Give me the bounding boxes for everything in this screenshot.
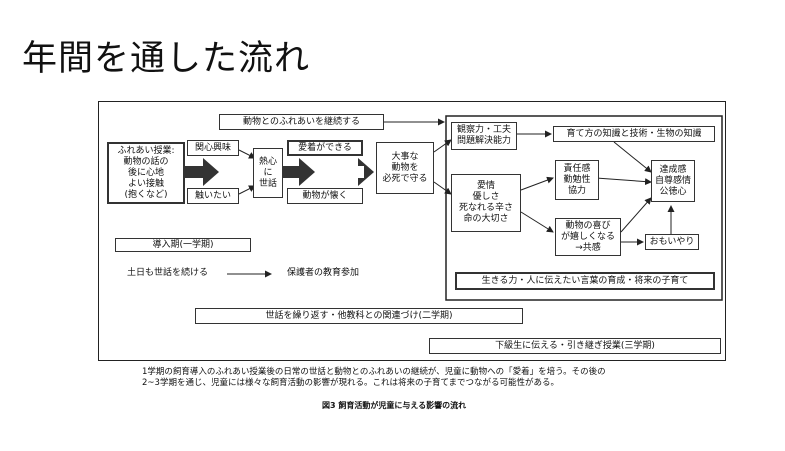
fat-arrow-3 <box>358 158 374 186</box>
slide-title: 年間を通した流れ <box>22 39 311 79</box>
omoiyari-box: おもいやり <box>645 234 699 250</box>
tassei-box: 達成感 自尊感情 公徳心 <box>651 160 695 202</box>
natsuku-box: 動物が懐く <box>287 188 363 204</box>
caption-line-2: 2~3学期を通じ、児童には様々な飼育活動の影響が現れる。これは将来の子育てまでつ… <box>142 378 560 388</box>
nigakki-box: 世話を繰り返す・他教科との関連づけ(二学期) <box>195 308 523 324</box>
aijo-box: 愛情 優しさ 死なれる辛さ 命の大切さ <box>451 174 521 232</box>
donichi-text: 土日も世話を続ける <box>127 268 209 278</box>
fureai-box: ふれあい授業: 動物の話の 後に心地 よい接触 (抱くなど) <box>107 142 185 204</box>
flow-diagram: 動物とのふれあいを継続する ふれあい授業: 動物の話の 後に心地 よい接触 (抱… <box>98 101 726 361</box>
yorokobi-box: 動物の喜び が嬉しくなる →共感 <box>555 218 621 256</box>
daiji-box: 大事な 動物を 必死で守る <box>376 142 434 194</box>
caption-line-1: 1学期の飼育導入のふれあい授業後の日常の世話と動物とのふれあいの継続が、児童に動… <box>142 367 606 377</box>
ikiru-box: 生きる力・人に伝えたい言葉の育成・将来の子育て <box>455 272 715 290</box>
aichaku-box: 愛着ができる <box>287 140 363 156</box>
diagram-connectors <box>185 115 723 301</box>
dounyuki-box: 導入期(一学期) <box>115 238 251 252</box>
sangakki-box: 下級生に伝える・引き継ぎ授業(三学期) <box>429 338 721 354</box>
hogosha-text: 保護者の教育参加 <box>287 268 360 278</box>
kanshin-box: 関心興味 <box>187 140 239 156</box>
top-banner: 動物とのふれあいを継続する <box>219 114 384 130</box>
sekinin-box: 責任感 勤勉性 協力 <box>555 160 599 200</box>
fat-arrow-1 <box>185 158 219 186</box>
figure-label: 図3 飼育活動が児童に与える影響の流れ <box>322 401 467 410</box>
outcome-container <box>445 115 723 301</box>
sewa-box: 熱心 に 世話 <box>253 148 283 198</box>
fat-arrow-2 <box>282 158 315 186</box>
sawaritai-box: 触いたい <box>187 188 239 204</box>
kansatsu-box: 観察力・工夫 問題解決能力 <box>451 122 517 150</box>
sodatekata-box: 育て方の知識と技術・生物の知識 <box>553 126 715 142</box>
